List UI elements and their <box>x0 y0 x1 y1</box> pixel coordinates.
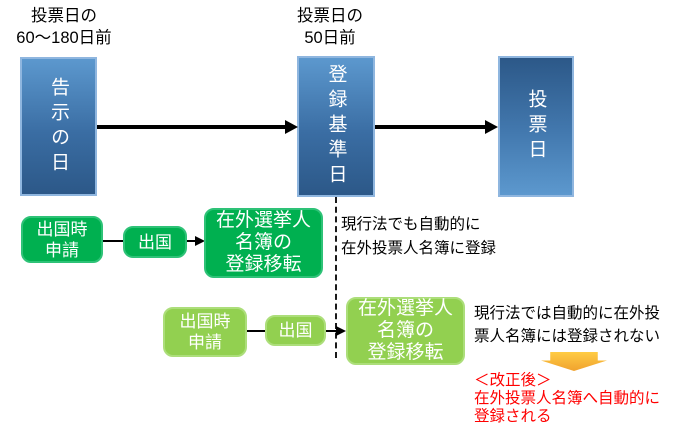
label-announcement-timing-line2: 60～180日前 <box>16 29 112 47</box>
flow1-connector-1 <box>103 240 123 242</box>
label-registration-timing: 投票日の 50日前 <box>288 5 372 49</box>
timeline-arrow-1-shaft <box>97 125 287 129</box>
registration-deadline-dashed-line <box>335 197 337 358</box>
amendment-heading: ＜改正後＞ <box>474 372 552 389</box>
flow1-connector-2-shaft <box>187 240 196 242</box>
flow2-depart-box: 出国 <box>265 315 326 346</box>
flow2-apply-box: 出国時 申請 <box>163 307 247 357</box>
right-arrow-icon <box>285 120 298 134</box>
down-block-arrow-icon <box>541 352 607 371</box>
amendment-note: ＜改正後＞ 在外投票人名簿へ自動的に 登録される <box>474 372 682 426</box>
flow1-depart-box: 出国 <box>123 226 187 258</box>
milestone-voting-day: 投票日 <box>498 56 574 197</box>
right-arrow-icon <box>336 325 346 336</box>
milestone-registration-base-day: 登録基準日 <box>297 56 375 197</box>
flow1-note: 現行法でも自動的に 在外投票人名簿に登録 <box>341 216 497 257</box>
label-registration-timing-line1: 投票日の <box>297 7 363 25</box>
timeline-arrow-2-shaft <box>375 125 486 129</box>
amendment-body: 在外投票人名簿へ自動的に 登録される <box>474 390 661 425</box>
right-arrow-icon <box>195 235 205 246</box>
flow1-apply-box: 出国時 申請 <box>21 216 103 263</box>
flow1-transfer-box: 在外選挙人 名簿の 登録移転 <box>204 208 323 278</box>
flow2-transfer-box: 在外選挙人 名簿の 登録移転 <box>346 297 465 365</box>
label-registration-timing-line2: 50日前 <box>304 29 356 47</box>
milestone-announcement-day: 告示の日 <box>20 57 97 196</box>
flow2-connector-2-shaft <box>326 330 336 332</box>
right-arrow-icon <box>485 120 498 134</box>
label-announcement-timing: 投票日の 60～180日前 <box>8 5 120 49</box>
flow2-connector-1 <box>247 330 265 332</box>
label-announcement-timing-line1: 投票日の <box>31 7 97 25</box>
flow2-note: 現行法では自動的に在外投 票人名簿には登録されない <box>474 305 661 345</box>
